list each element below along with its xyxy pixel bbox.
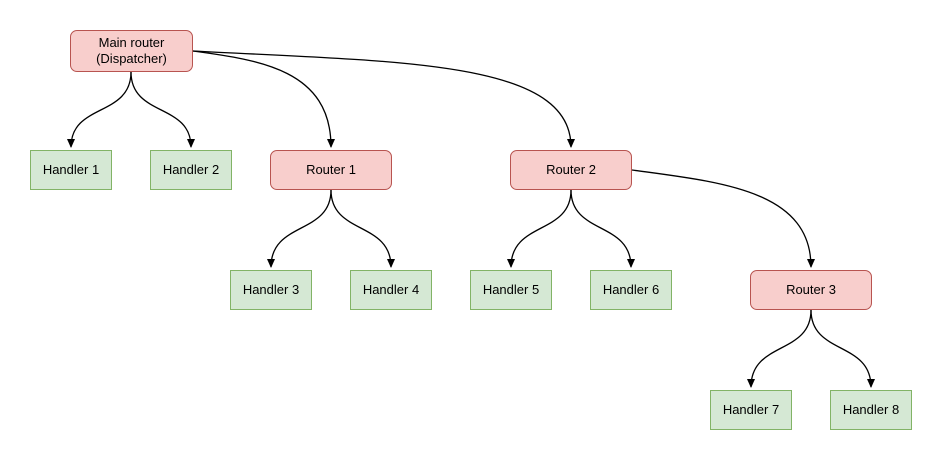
node-main-router-label-line1: Main router: [98, 35, 165, 50]
node-main-router: Main router (Dispatcher): [70, 30, 193, 72]
node-router-3: Router 3: [750, 270, 872, 310]
node-router-2-label: Router 2: [546, 162, 596, 177]
edge-main-router-to-handler-2: [130, 71, 195, 148]
edge-router-2-to-handler-5: [507, 189, 572, 268]
node-router-2: Router 2: [510, 150, 632, 190]
node-handler-2: Handler 2: [150, 150, 232, 190]
node-handler-4-label: Handler 4: [362, 282, 420, 297]
edge-main-router-to-router-2: [192, 50, 575, 148]
node-main-router-label-line2: (Dispatcher): [96, 51, 167, 66]
node-handler-2-label: Handler 2: [162, 162, 220, 177]
edge-router-1-to-handler-4: [330, 189, 395, 268]
edge-router-2-to-handler-6: [570, 189, 635, 268]
node-handler-3: Handler 3: [230, 270, 312, 310]
node-handler-7-label: Handler 7: [722, 402, 780, 417]
edge-router-2-to-router-3: [631, 169, 815, 268]
edge-router-3-to-handler-7: [747, 309, 812, 388]
node-router-3-label: Router 3: [786, 282, 836, 297]
node-handler-7: Handler 7: [710, 390, 792, 430]
node-handler-4: Handler 4: [350, 270, 432, 310]
edge-main-router-to-router-1: [192, 50, 335, 148]
edge-main-router-to-handler-1: [67, 71, 132, 148]
node-main-router-label: Main router (Dispatcher): [96, 35, 167, 67]
node-handler-8: Handler 8: [830, 390, 912, 430]
node-handler-6: Handler 6: [590, 270, 672, 310]
node-handler-3-label: Handler 3: [242, 282, 300, 297]
node-handler-6-label: Handler 6: [602, 282, 660, 297]
node-handler-1-label: Handler 1: [42, 162, 100, 177]
node-handler-5-label: Handler 5: [482, 282, 540, 297]
node-handler-5: Handler 5: [470, 270, 552, 310]
node-handler-8-label: Handler 8: [842, 402, 900, 417]
edge-router-1-to-handler-3: [267, 189, 332, 268]
node-router-1: Router 1: [270, 150, 392, 190]
edge-router-3-to-handler-8: [810, 309, 875, 388]
node-router-1-label: Router 1: [306, 162, 356, 177]
node-handler-1: Handler 1: [30, 150, 112, 190]
